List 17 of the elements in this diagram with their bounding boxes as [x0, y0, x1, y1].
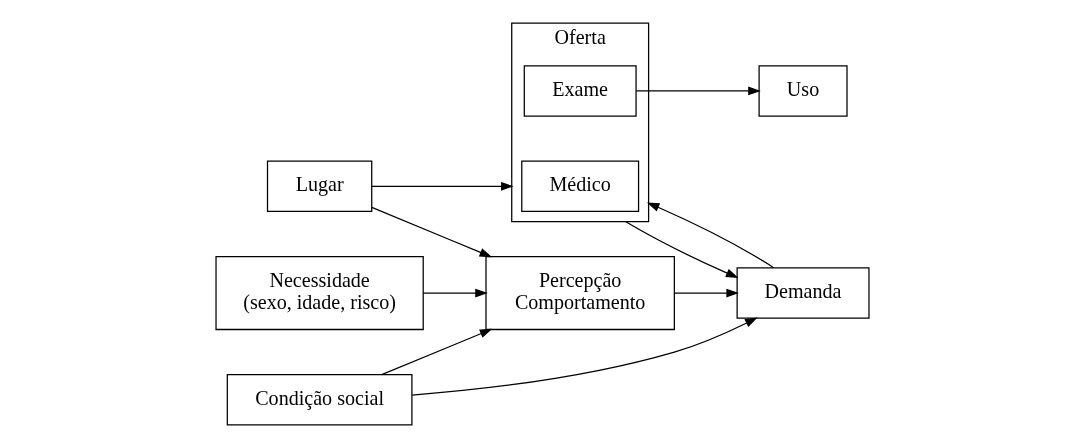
node-box: Condição social: [226, 374, 413, 426]
arrow: [371, 181, 514, 191]
node-box: Percepção Comportamento: [485, 256, 675, 331]
arrow: [624, 220, 739, 278]
node-box: Necessidade (sexo, idade, risco): [215, 256, 424, 331]
arrow: [371, 206, 493, 258]
arrow: [411, 317, 758, 396]
node-box: Uso: [758, 65, 848, 117]
node-box: Médico: [521, 160, 640, 213]
arrow: [646, 202, 775, 269]
arrow: [422, 288, 488, 298]
node-box: Lugar: [266, 160, 373, 213]
arrow: [635, 86, 761, 96]
arrow: [381, 328, 493, 376]
node-box: Exame: [523, 65, 637, 117]
node-box: Demanda: [736, 267, 870, 319]
arrow: [673, 288, 739, 298]
